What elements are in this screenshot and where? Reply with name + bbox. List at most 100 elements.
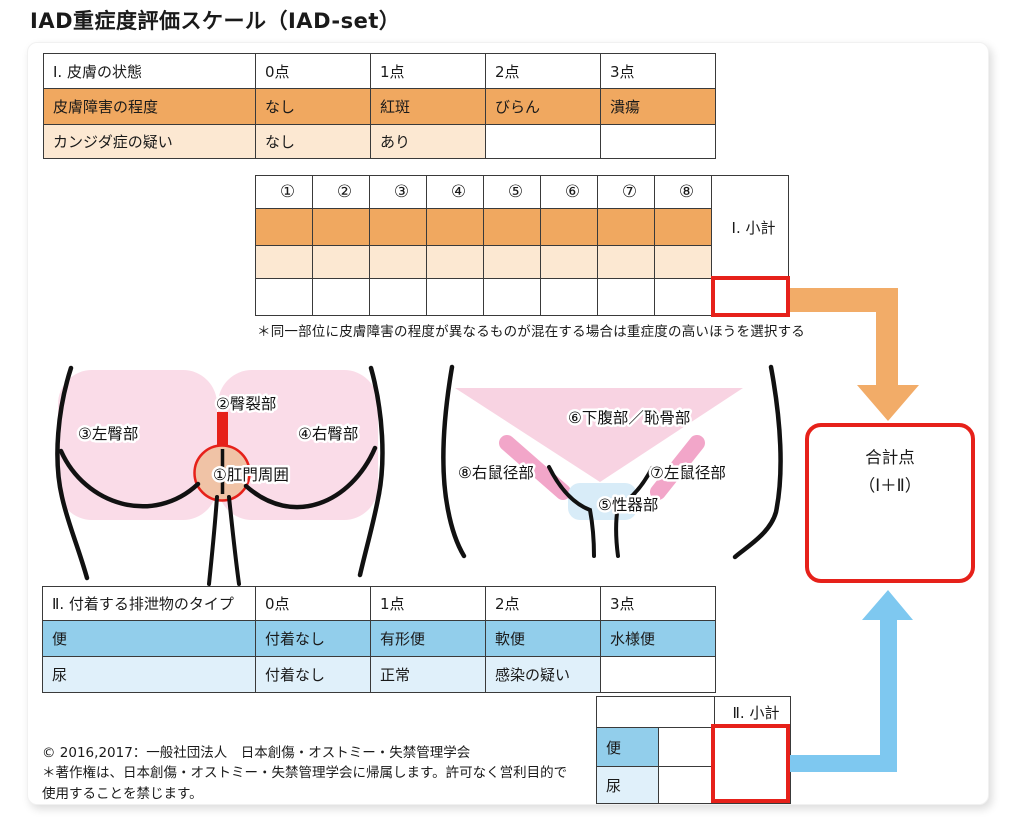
score-input-cell[interactable] xyxy=(483,278,541,316)
cell: 付着なし xyxy=(255,656,371,693)
label-gluteal-cleft: ②臀裂部 xyxy=(216,395,276,413)
cell xyxy=(600,124,716,159)
score-input-cell[interactable] xyxy=(540,208,598,246)
skin-table-title: Ⅰ. 皮膚の状態 xyxy=(43,53,256,89)
right-buttock-region xyxy=(218,370,378,520)
copyright-line: 使用することを禁じます。 xyxy=(42,785,203,802)
left-body-line xyxy=(732,364,783,560)
site-col-header: ⑦ xyxy=(597,175,655,209)
table-row: ① ② ③ ④ ⑤ ⑥ ⑦ ⑧ Ⅰ. 小計 xyxy=(255,175,789,279)
score-col-header: 3点 xyxy=(600,586,716,621)
table-row: 便 付着なし 有形便 軟便 水様便 xyxy=(42,620,716,657)
score-input-cell[interactable] xyxy=(255,278,313,316)
table-row xyxy=(255,208,789,246)
site-col-header: ① xyxy=(255,175,313,209)
gluteal-cleft-region xyxy=(217,412,228,455)
cell: なし xyxy=(255,88,371,125)
left-crease-line xyxy=(58,448,201,509)
table-row xyxy=(255,245,789,279)
score-input-cell[interactable] xyxy=(426,278,484,316)
cell xyxy=(485,124,601,159)
label-lower-abdomen: ⑥下腹部／恥骨部 xyxy=(568,409,690,427)
score-input-cell[interactable] xyxy=(597,278,655,316)
site-col-header: ② xyxy=(312,175,370,209)
score-input-cell[interactable] xyxy=(654,245,712,279)
label-right-groin: ⑧右鼠径部 xyxy=(458,464,534,482)
cell: 有形便 xyxy=(370,620,486,657)
left-body-line xyxy=(55,365,90,581)
score-col-header: 0点 xyxy=(255,53,371,89)
subtotal2-input-cell[interactable] xyxy=(714,727,791,804)
right-body-line xyxy=(357,365,385,578)
score-input-cell[interactable] xyxy=(426,245,484,279)
excreta-type-table: Ⅱ. 付着する排泄物のタイプ 0点 1点 2点 3点 便 付着なし 有形便 軟便… xyxy=(42,586,716,693)
cell: なし xyxy=(255,124,371,159)
table-row: 便 xyxy=(596,727,791,804)
subtotal2-highlight-box[interactable] xyxy=(711,724,790,803)
row-label: 皮膚障害の程度 xyxy=(43,88,256,125)
score-input-cell[interactable] xyxy=(255,208,313,246)
score-input-cell[interactable] xyxy=(654,208,712,246)
score-input-cell[interactable] xyxy=(654,278,712,316)
cell: あり xyxy=(370,124,486,159)
total-score-formula: （Ⅰ＋Ⅱ） xyxy=(858,476,922,495)
table-row: Ⅰ. 皮膚の状態 0点 1点 2点 3点 xyxy=(43,53,716,89)
lower-abdomen-region xyxy=(455,388,743,482)
crotch-left-line xyxy=(614,466,654,558)
score-input-cell[interactable] xyxy=(369,208,427,246)
skin-condition-table: Ⅰ. 皮膚の状態 0点 1点 2点 3点 皮膚障害の程度 なし 紅斑 びらん 潰… xyxy=(43,53,716,159)
score-input-cell[interactable] xyxy=(597,208,655,246)
table-row: 尿 付着なし 正常 感染の疑い xyxy=(42,656,716,693)
label-right-buttock: ④右臀部 xyxy=(298,425,358,443)
empty-cell xyxy=(596,696,715,728)
cell: 紅斑 xyxy=(370,88,486,125)
score-input-cell[interactable] xyxy=(483,208,541,246)
score-input-cell[interactable] xyxy=(483,245,541,279)
row-label: カンジダ症の疑い xyxy=(43,124,256,159)
stool-score-input-cell[interactable] xyxy=(658,727,715,767)
score-input-cell[interactable] xyxy=(369,245,427,279)
score-input-cell[interactable] xyxy=(540,278,598,316)
subtotal2-table: Ⅱ. 小計 便 尿 xyxy=(596,696,791,804)
cell: びらん xyxy=(485,88,601,125)
genital-region xyxy=(568,483,637,520)
cell: 付着なし xyxy=(255,620,371,657)
score-input-cell[interactable] xyxy=(312,278,370,316)
subtotal1-label: Ⅰ. 小計 xyxy=(711,175,789,279)
label-genital: ⑤性器部 xyxy=(598,496,658,514)
score-col-header: 1点 xyxy=(370,53,486,89)
site-col-header: ③ xyxy=(369,175,427,209)
left-inner-thigh-line xyxy=(207,495,219,586)
score-input-cell[interactable] xyxy=(597,245,655,279)
cell: 感染の疑い xyxy=(485,656,601,693)
score-input-cell[interactable] xyxy=(540,245,598,279)
score-input-cell[interactable] xyxy=(255,245,313,279)
score-input-cell[interactable] xyxy=(426,208,484,246)
row-label: 尿 xyxy=(596,766,659,804)
diagram-buttocks: ②臀裂部 ③左臀部 ④右臀部 ①肛門周囲 xyxy=(55,365,385,586)
table-row: 皮膚障害の程度 なし 紅斑 びらん 潰瘍 xyxy=(43,88,716,125)
label-left-buttock: ③左臀部 xyxy=(78,425,138,443)
site-col-header: ④ xyxy=(426,175,484,209)
score-col-header: 3点 xyxy=(600,53,716,89)
label-perianal: ①肛門周囲 xyxy=(213,466,289,484)
site-score-table: ① ② ③ ④ ⑤ ⑥ ⑦ ⑧ Ⅰ. 小計 xyxy=(255,175,789,316)
right-groin-region xyxy=(499,435,571,500)
table-row: カンジダ症の疑い なし あり xyxy=(43,124,716,159)
score-input-cell[interactable] xyxy=(312,245,370,279)
excreta-table-title: Ⅱ. 付着する排泄物のタイプ xyxy=(42,586,256,621)
cell: 水様便 xyxy=(600,620,716,657)
page-title: IAD重症度評価スケール（IAD-set） xyxy=(30,9,401,33)
score-input-cell[interactable] xyxy=(312,208,370,246)
copyright-line: ＊著作権は、日本創傷・オストミー・失禁管理学会に帰属します。許可なく営利目的で xyxy=(42,765,568,782)
table-row: 尿 xyxy=(596,766,791,804)
diagram-pelvis-front: ⑥下腹部／恥骨部 ⑧右鼠径部 ⑦左鼠径部 ⑤性器部 xyxy=(441,364,783,560)
score-input-cell[interactable] xyxy=(369,278,427,316)
total-score-label: 合計点 xyxy=(865,448,915,467)
cell: 正常 xyxy=(370,656,486,693)
row-label: 便 xyxy=(42,620,256,657)
urine-score-input-cell[interactable] xyxy=(658,766,715,804)
subtotal1-highlight-box[interactable] xyxy=(711,276,790,317)
score-col-header: 0点 xyxy=(255,586,371,621)
total-score-box[interactable]: 合計点 （Ⅰ＋Ⅱ） xyxy=(805,423,975,583)
